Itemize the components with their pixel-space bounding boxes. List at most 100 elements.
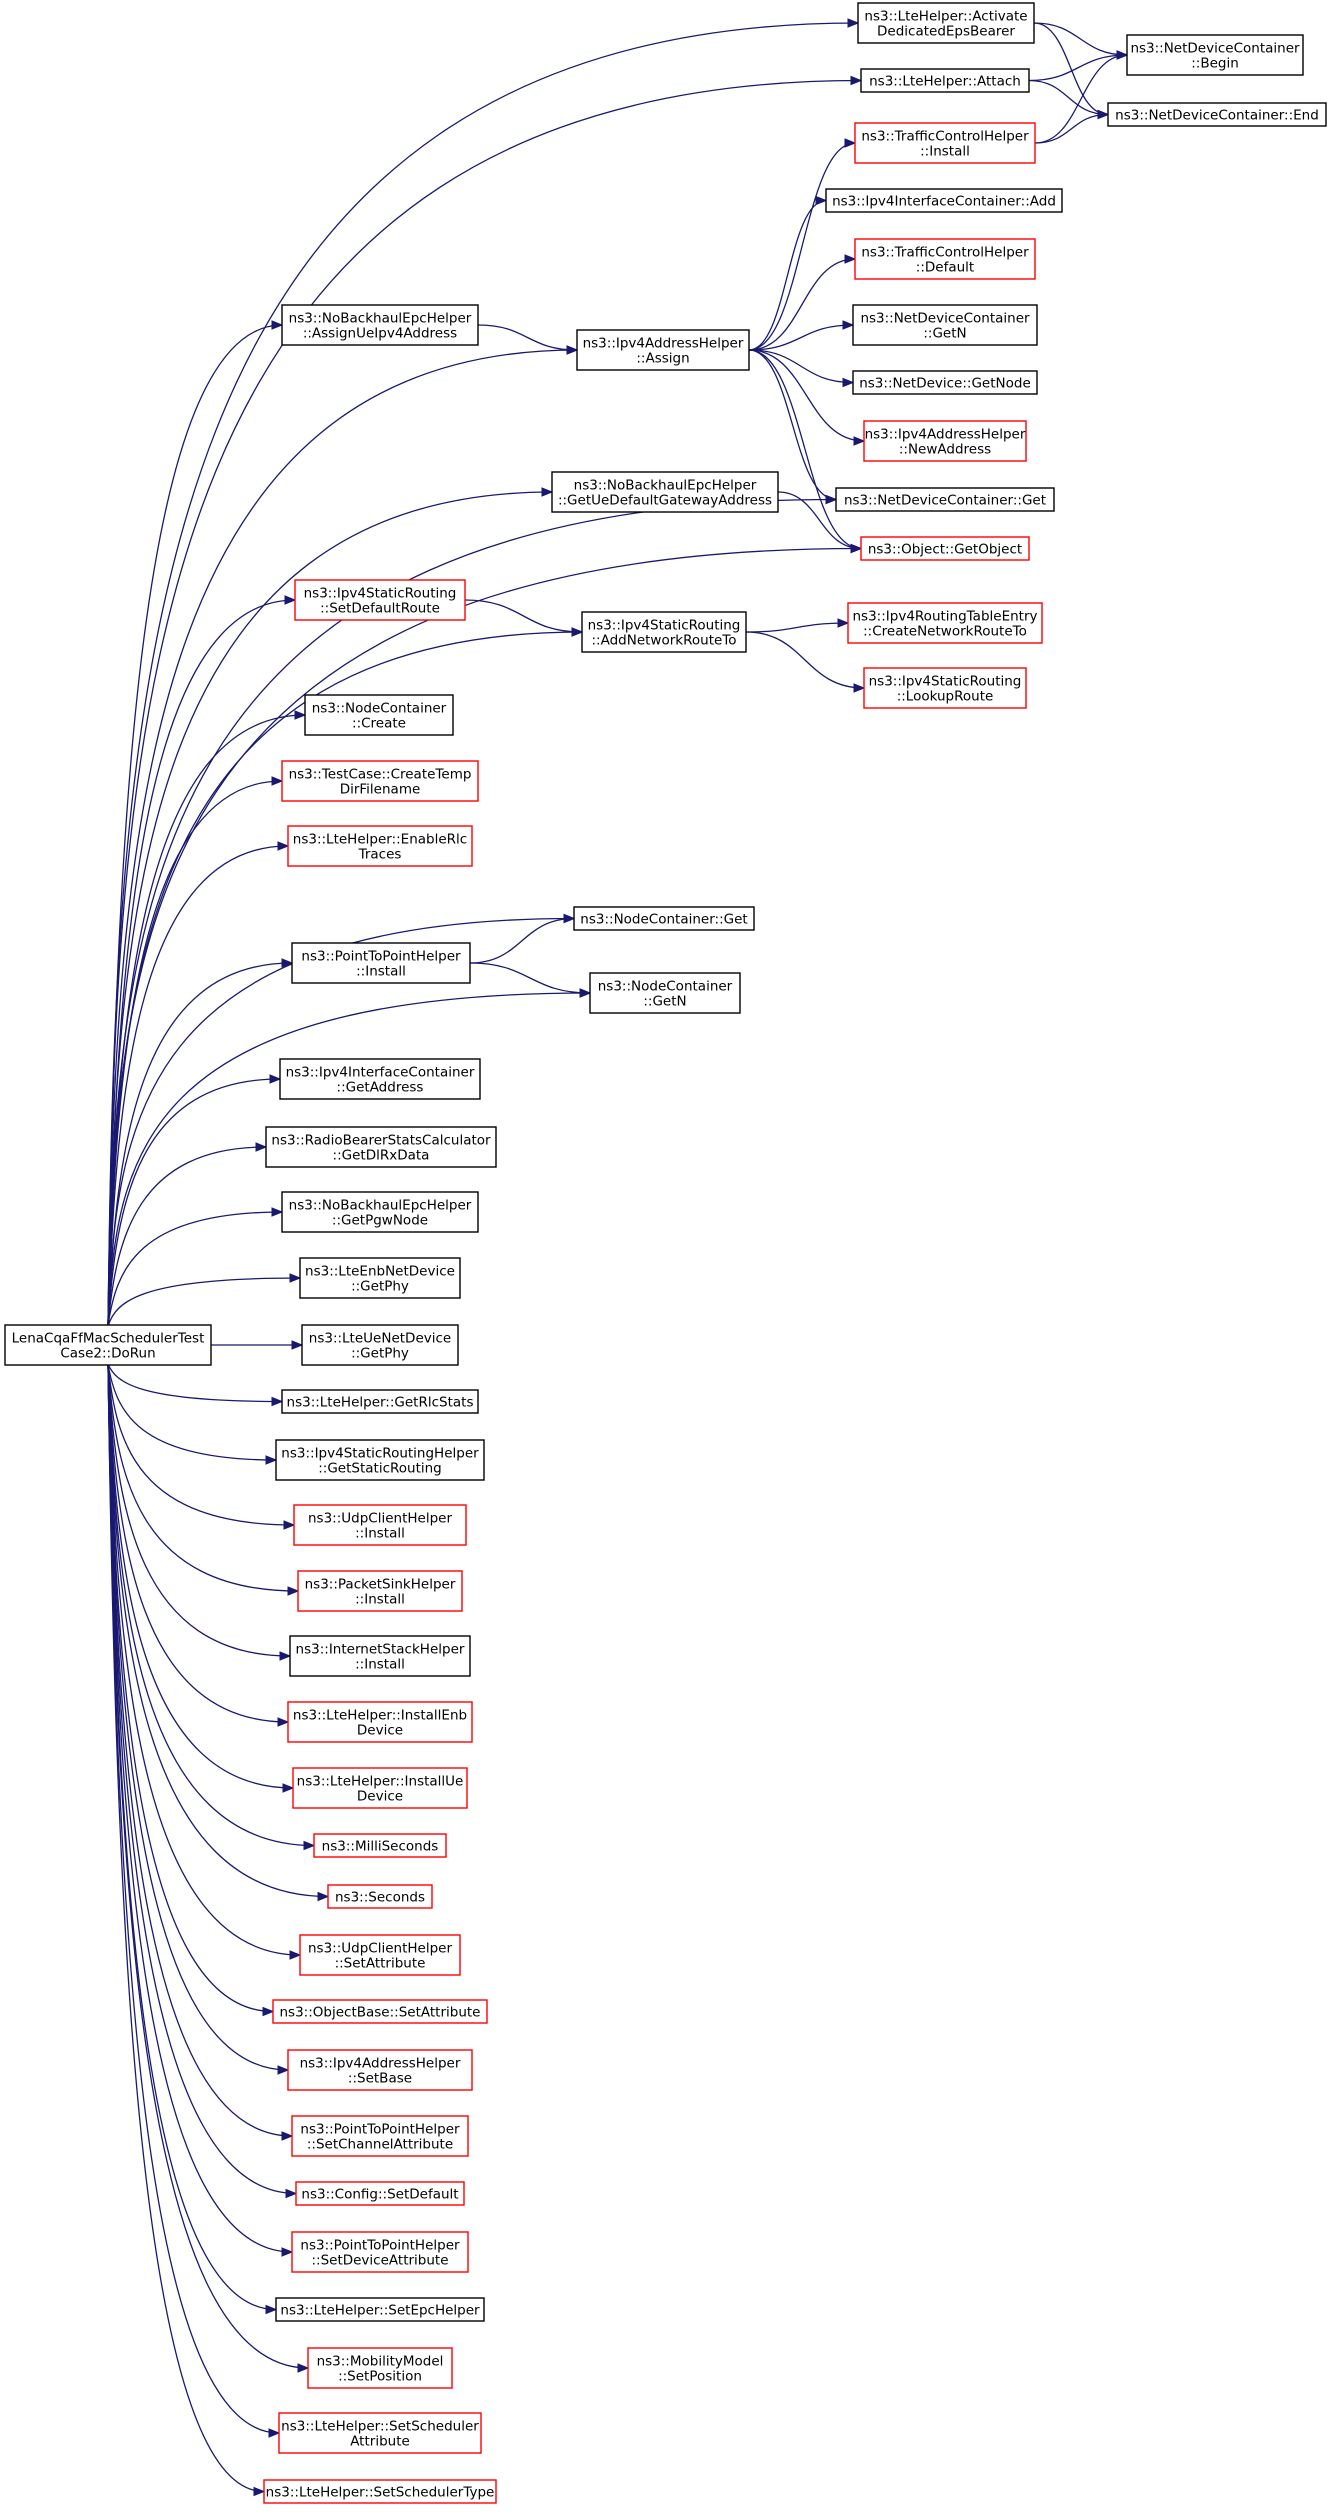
- node-rbsc-getdlrx[interactable]: ns3::RadioBearerStatsCalculator::GetDlRx…: [265, 1126, 497, 1168]
- node-milliseconds[interactable]: ns3::MilliSeconds: [313, 1833, 447, 1858]
- node-irte-create[interactable]: ns3::Ipv4RoutingTableEntry::CreateNetwor…: [847, 602, 1043, 644]
- node-label-line: ::LookupRoute: [897, 689, 994, 705]
- node-label-line: ::Assign: [636, 351, 689, 367]
- edge-root-to-iah_setbase-arrowhead: [277, 2065, 290, 2075]
- node-box: [281, 1191, 479, 1233]
- edge-iah_assign-to-ndc_getn-arrowhead: [842, 320, 855, 330]
- edge-tch_install-to-ndc_end-arrowhead: [1097, 109, 1110, 120]
- node-getobject[interactable]: ns3::Object::GetObject: [860, 536, 1030, 561]
- node-isrh-getstatic[interactable]: ns3::Ipv4StaticRoutingHelper::GetStaticR…: [275, 1439, 485, 1481]
- node-lte-setepc[interactable]: ns3::LteHelper::SetEpcHelper: [275, 2297, 485, 2322]
- node-nbeh-assign[interactable]: ns3::NoBackhaulEpcHelper::AssignUeIpv4Ad…: [281, 304, 479, 346]
- edge-root-to-ob_setattr-arrowhead: [262, 2006, 275, 2017]
- node-isr-setdefault[interactable]: ns3::Ipv4StaticRouting::SetDefaultRoute: [294, 579, 466, 621]
- node-label-line: ns3::NoBackhaulEpcHelper: [289, 1198, 472, 1214]
- edge-attach-to-ndc_end-line: [1028, 79, 1109, 116]
- edge-root-to-milliseconds: [107, 1363, 316, 1851]
- edge-root-to-iic_getaddr-line: [107, 1078, 281, 1327]
- node-activate[interactable]: ns3::LteHelper::ActivateDedicatedEpsBear…: [857, 2, 1035, 44]
- node-nbeh-gateway[interactable]: ns3::NoBackhaulEpcHelper::GetUeDefaultGa…: [551, 471, 779, 513]
- node-box: [304, 694, 454, 736]
- node-nc-getn[interactable]: ns3::NodeContainer::GetN: [589, 972, 741, 1014]
- node-lte-setschedtype[interactable]: ns3::LteHelper::SetSchedulerType: [263, 2479, 497, 2504]
- node-mm-setpos[interactable]: ns3::MobilityModel::SetPosition: [307, 2347, 453, 2389]
- node-label-line: ::Install: [355, 1526, 405, 1542]
- node-ndc-begin[interactable]: ns3::NetDeviceContainer::Begin: [1126, 34, 1304, 76]
- edge-nbeh_gateway-to-getobject: [777, 491, 863, 554]
- edge-root-to-lte_installue-line: [107, 1363, 294, 1789]
- edge-root-to-p2p_setchan-arrowhead: [281, 2131, 294, 2141]
- node-ndc-getn[interactable]: ns3::NetDeviceContainer::GetN: [852, 304, 1038, 346]
- node-box: [1107, 102, 1327, 127]
- edge-root-to-lte_setschedattr: [107, 1363, 281, 2438]
- node-ob-setattr[interactable]: ns3::ObjectBase::SetAttribute: [272, 1999, 488, 2024]
- node-ue-getphy[interactable]: ns3::LteUeNetDevice::GetPhy: [301, 1324, 459, 1366]
- node-box: [279, 1058, 481, 1100]
- node-seconds[interactable]: ns3::Seconds: [327, 1884, 433, 1909]
- edge-root-to-lte_installue: [107, 1363, 295, 1793]
- node-isr-addnet[interactable]: ns3::Ipv4StaticRouting::AddNetworkRouteT…: [581, 611, 747, 653]
- node-p2p-install[interactable]: ns3::PointToPointHelper::Install: [291, 942, 471, 984]
- node-box: [294, 579, 466, 621]
- call-nodes: LenaCqaFfMacSchedulerTestCase2::DoRunns3…: [4, 2, 1327, 2504]
- node-nbeh-pgw[interactable]: ns3::NoBackhaulEpcHelper::GetPgwNode: [281, 1191, 479, 1233]
- node-cfg-setdefault[interactable]: ns3::Config::SetDefault: [295, 2181, 465, 2206]
- node-tch-install[interactable]: ns3::TrafficControlHelper::Install: [854, 122, 1036, 164]
- node-nc-get[interactable]: ns3::NodeContainer::Get: [573, 906, 755, 931]
- edge-root-to-cfg_setdefault: [107, 1363, 298, 2199]
- node-label-line: ::SetChannelAttribute: [307, 2137, 453, 2153]
- node-iic-getaddr[interactable]: ns3::Ipv4InterfaceContainer::GetAddress: [279, 1058, 481, 1100]
- node-ndc-end[interactable]: ns3::NetDeviceContainer::End: [1107, 102, 1327, 127]
- node-nc-create[interactable]: ns3::NodeContainer::Create: [304, 694, 454, 736]
- node-iah-setbase[interactable]: ns3::Ipv4AddressHelper::SetBase: [287, 2049, 473, 2091]
- node-nd-getnode[interactable]: ns3::NetDevice::GetNode: [852, 370, 1038, 395]
- node-label-line: ns3::Ipv4RoutingTableEntry: [853, 609, 1038, 625]
- edge-tch_install-to-ndc_end: [1034, 109, 1110, 144]
- node-box: [289, 1635, 471, 1677]
- edge-root-to-lte_setschedtype-line: [107, 1363, 265, 2493]
- edge-root-to-ish_install-arrowhead: [279, 1651, 292, 1661]
- edge-root-to-lte_enablerlc: [107, 841, 290, 1327]
- edge-root-to-cfg_setdefault-arrowhead: [285, 2188, 298, 2199]
- node-udpc-setattr[interactable]: ns3::UdpClientHelper::SetAttribute: [299, 1934, 461, 1976]
- edge-root-to-ish_install: [107, 1363, 292, 1661]
- node-label-line: ns3::Ipv4StaticRouting: [304, 586, 457, 602]
- edge-nbeh_gateway-to-getobject-line: [777, 491, 862, 550]
- node-enb-getphy[interactable]: ns3::LteEnbNetDevice::GetPhy: [299, 1257, 461, 1299]
- node-label-line: ::GetPhy: [351, 1279, 409, 1295]
- node-udpc-install[interactable]: ns3::UdpClientHelper::Install: [293, 1504, 467, 1546]
- node-iic-add[interactable]: ns3::Ipv4InterfaceContainer::Add: [825, 188, 1063, 213]
- node-box: [291, 2231, 469, 2273]
- node-label-line: ::SetBase: [348, 2071, 412, 2087]
- node-psh-install[interactable]: ns3::PacketSinkHelper::Install: [297, 1570, 463, 1612]
- edge-root-to-rbsc_getdlrx-line: [107, 1146, 267, 1327]
- node-label-line: ns3::LteHelper::Attach: [869, 74, 1021, 90]
- node-iah-assign[interactable]: ns3::Ipv4AddressHelper::Assign: [576, 329, 750, 371]
- node-isr-lookup[interactable]: ns3::Ipv4StaticRouting::LookupRoute: [863, 667, 1027, 709]
- node-box: [825, 188, 1063, 213]
- edge-root-to-isrh_getstatic-arrowhead: [265, 1455, 278, 1465]
- edge-root-to-isrh_getstatic: [107, 1363, 278, 1465]
- node-ish-install[interactable]: ns3::InternetStackHelper::Install: [289, 1635, 471, 1677]
- edge-root-to-enb_getphy-arrowhead: [289, 1273, 302, 1283]
- node-label-line: ns3::LteHelper::InstallUe: [297, 1774, 464, 1790]
- edge-root-to-ue_getphy: [210, 1340, 304, 1350]
- node-lte-rlcstats[interactable]: ns3::LteHelper::GetRlcStats: [281, 1389, 479, 1414]
- edge-root-to-ue_getphy-arrowhead: [291, 1340, 304, 1350]
- node-tch-default[interactable]: ns3::TrafficControlHelper::Default: [854, 238, 1036, 280]
- node-p2p-setchan[interactable]: ns3::PointToPointHelper::SetChannelAttri…: [291, 2115, 469, 2157]
- node-p2p-setdev[interactable]: ns3::PointToPointHelper::SetDeviceAttrib…: [291, 2231, 469, 2273]
- edge-root-to-enb_getphy: [107, 1273, 302, 1327]
- node-label-line: ns3::PacketSinkHelper: [305, 1577, 456, 1593]
- edge-root-to-isr_setdefault: [107, 595, 297, 1327]
- node-ndc-get[interactable]: ns3::NetDeviceContainer::Get: [835, 487, 1055, 512]
- node-attach[interactable]: ns3::LteHelper::Attach: [860, 68, 1030, 93]
- edge-iah_assign-to-tch_default-arrowhead: [844, 254, 857, 264]
- node-iah-newaddr[interactable]: ns3::Ipv4AddressHelper::NewAddress: [863, 420, 1027, 462]
